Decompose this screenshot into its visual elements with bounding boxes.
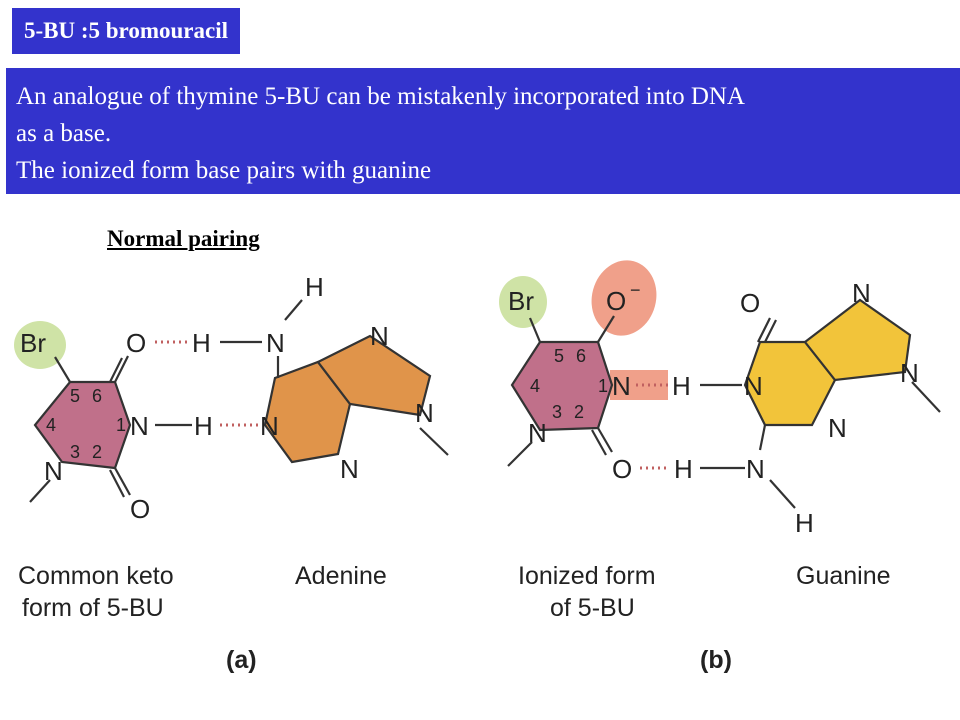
ring-number-4-b: 4 xyxy=(530,376,540,396)
atom-n-amine-b: N xyxy=(746,454,765,484)
ring-number-1-a: 1 xyxy=(116,415,126,435)
bond-c-o-bottom-a-double xyxy=(109,469,125,498)
bond-c-o-lower-b xyxy=(597,427,613,453)
atom-br-a: Br xyxy=(20,328,46,358)
description-line-2: as a base. xyxy=(16,120,112,147)
atom-o-minus: O xyxy=(606,286,626,316)
atom-o-guanine: O xyxy=(740,288,760,318)
description-line-1: An analogue of thymine 5-BU can be mista… xyxy=(16,83,745,110)
atom-n-ring-right-a: N xyxy=(415,398,434,428)
atom-n-ring-right-b: N xyxy=(900,358,919,388)
caption-keto-line-1: Common keto xyxy=(18,562,174,590)
ring-number-5-b: 5 xyxy=(554,346,564,366)
atom-h-amine-a: H xyxy=(305,272,324,302)
bond-br-c5-b xyxy=(528,317,542,343)
atom-n-ring-top-b: N xyxy=(852,278,871,308)
ring-number-3-a: 3 xyxy=(70,442,80,462)
ring-number-5-a: 5 xyxy=(70,386,80,406)
atom-n1-a: N xyxy=(130,411,149,441)
bond-c-o-bottom-a xyxy=(114,467,131,496)
atom-br-b: Br xyxy=(508,286,534,316)
atom-n-adenine-a: N xyxy=(260,411,279,441)
ring-number-4-a: 4 xyxy=(46,415,56,435)
guanine-five-ring xyxy=(803,298,912,382)
bond-br-c5-a xyxy=(54,356,71,383)
ring-number-6-b: 6 xyxy=(576,346,586,366)
panel-label-b: (b) xyxy=(700,646,732,674)
atom-n3-a: N xyxy=(44,456,63,486)
bond-c-o-top-a-double xyxy=(109,357,123,383)
caption-ionized-line-2: of 5-BU xyxy=(550,594,635,622)
charge-sign: − xyxy=(630,280,641,300)
atom-h-mid-a: H xyxy=(194,411,213,441)
ring-number-6-a: 6 xyxy=(92,386,102,406)
bond-c-o-top-a xyxy=(114,355,129,383)
atom-n1-b: N xyxy=(612,371,631,401)
caption-ionized-line-1: Ionized form xyxy=(518,562,656,590)
caption-adenine: Adenine xyxy=(295,562,387,590)
bond-n-methyl-guanine xyxy=(911,381,941,413)
nitrogen-charge-highlight xyxy=(610,370,668,400)
bond-n3-methyl-b xyxy=(507,441,533,467)
bond-ring-amine-b xyxy=(758,424,767,451)
bond-n-methyl-aden xyxy=(419,427,449,456)
bond-n-h-top-a xyxy=(284,299,303,321)
atom-o-bottom-a: O xyxy=(130,494,150,524)
bromine-highlight-a xyxy=(14,321,66,369)
bromine-highlight-b xyxy=(499,276,547,328)
bond-c-o-guanine xyxy=(757,317,771,343)
description-line-3: The ionized form base pairs with guanine xyxy=(16,157,432,184)
atom-o-top-a: O xyxy=(126,328,146,358)
atom-n-guanine: N xyxy=(744,371,763,401)
adenine-five-ring xyxy=(316,334,432,417)
atom-h-lower-b: H xyxy=(674,454,693,484)
caption-keto-line-2: form of 5-BU xyxy=(22,594,164,622)
bond-c-o-guanine-double xyxy=(764,319,777,343)
bond-c-o-minus xyxy=(597,315,615,343)
atom-n-ring-top-a: N xyxy=(370,321,389,351)
ring-number-1-b: 1 xyxy=(598,376,608,396)
atom-n-ring-bottom-b: N xyxy=(828,413,847,443)
ring-number-2-b: 2 xyxy=(574,402,584,422)
bond-n3-methyl-a xyxy=(29,479,51,503)
atom-n3-b: N xyxy=(528,418,547,448)
ring-number-2-a: 2 xyxy=(92,442,102,462)
description-box: An analogue of thymine 5-BU can be mista… xyxy=(6,68,960,194)
panel-label-a: (a) xyxy=(226,646,257,674)
slide-title: 5-BU :5 bromouracil xyxy=(12,8,241,54)
section-heading: Normal pairing xyxy=(107,226,260,251)
atom-h-amine-b: H xyxy=(795,508,814,538)
atom-o-lower-b: O xyxy=(612,454,632,484)
caption-guanine: Guanine xyxy=(796,562,891,590)
oxygen-charge-highlight xyxy=(591,260,657,336)
ring-number-3-b: 3 xyxy=(552,402,562,422)
panel-a: Br O H N H N H N N O N N N 5 6 4 1 3 2 C… xyxy=(14,272,449,674)
atom-n-ring-bottom-a: N xyxy=(340,454,359,484)
atom-h-top-a: H xyxy=(192,328,211,358)
atom-n-amine-a: N xyxy=(266,328,285,358)
panel-b: Br O − N H N N O H N H O N N N 5 6 4 1 3… xyxy=(499,260,941,674)
bond-c-o-lower-b-double xyxy=(591,429,607,456)
atom-h-mid-b: H xyxy=(672,371,691,401)
bond-amine-h-b xyxy=(769,479,796,509)
